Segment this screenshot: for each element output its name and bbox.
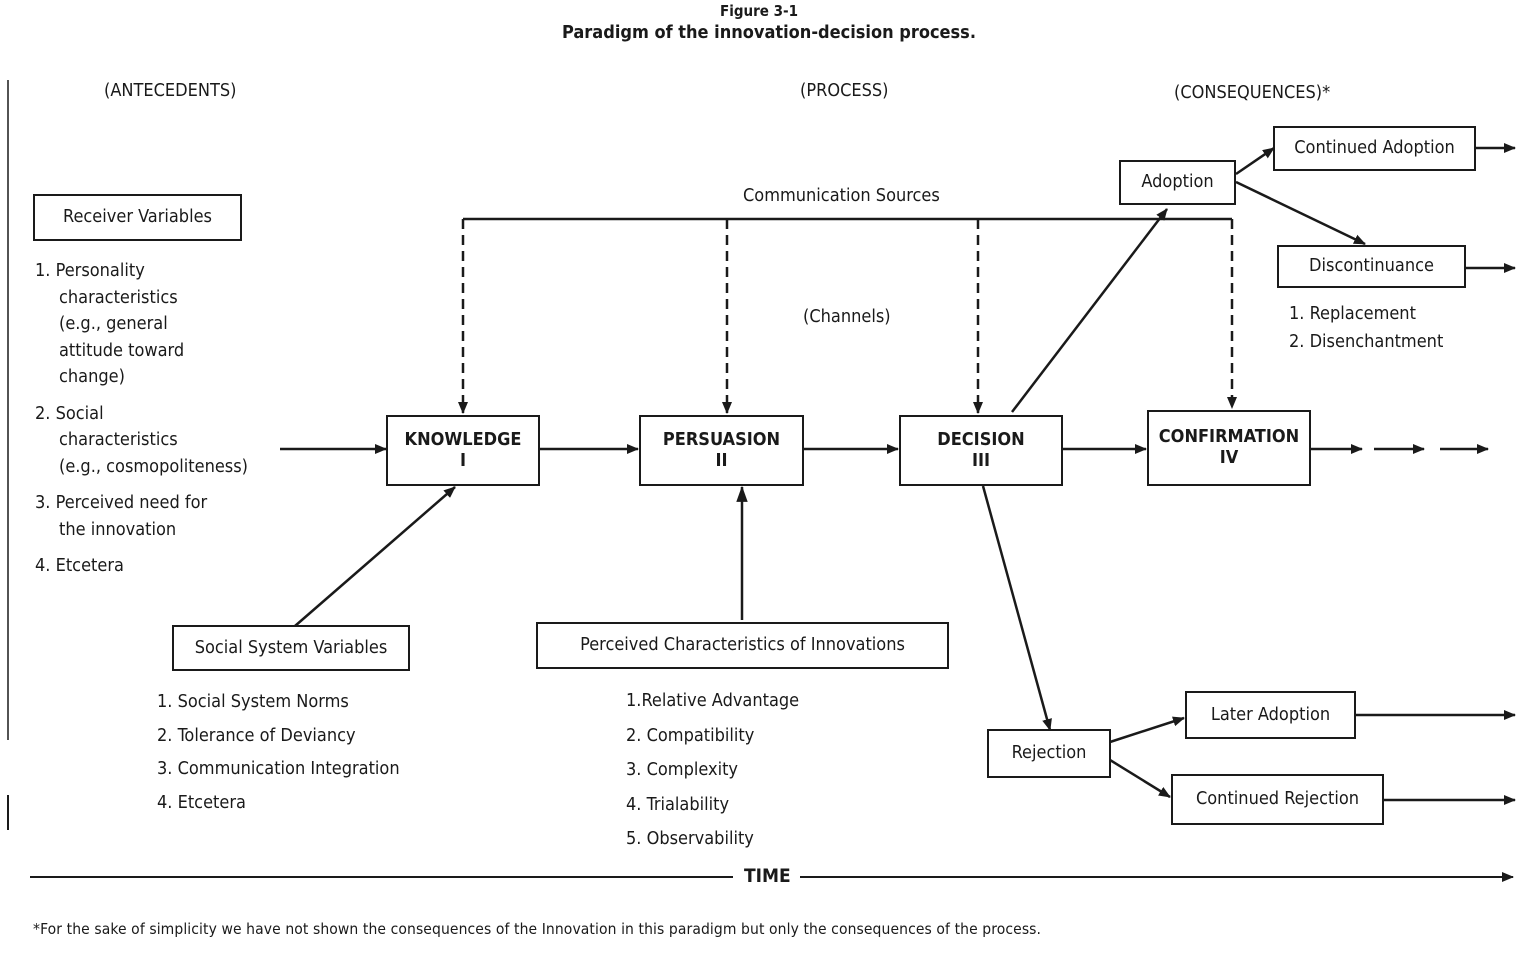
perceived-item: 2. Compatibility bbox=[626, 724, 755, 746]
header-antecedents: (ANTECEDENTS) bbox=[104, 80, 237, 101]
header-process: (PROCESS) bbox=[800, 80, 889, 101]
social-system-item: 1. Social System Norms bbox=[157, 691, 349, 712]
receiver-variables-list: 1. Personality characteristics (e.g., ge… bbox=[35, 258, 248, 580]
decision-to-rejection-arrow bbox=[981, 485, 1052, 731]
confirmation-stage-number: IV bbox=[1219, 447, 1239, 468]
discontinuance-item: 2. Disenchantment bbox=[1289, 331, 1444, 352]
continued-adoption-label: Continued Adoption bbox=[1294, 137, 1455, 159]
social-system-variables-list: 1. Social System Norms 2. Tolerance of D… bbox=[157, 685, 400, 819]
perceived-characteristics-list: 1.Relative Advantage 2. Compatibility 3.… bbox=[626, 684, 799, 857]
decision-stage-title: DECISION bbox=[937, 428, 1025, 450]
later-adoption-box: Later Adoption bbox=[1185, 691, 1356, 739]
discontinuance-label: Discontinuance bbox=[1309, 255, 1434, 277]
rejection-box: Rejection bbox=[987, 729, 1111, 778]
perceived-characteristics-box: Perceived Characteristics of Innovations bbox=[536, 622, 949, 669]
continued-adoption-box: Continued Adoption bbox=[1273, 126, 1476, 171]
persuasion-stage-title: PERSUASION bbox=[662, 428, 781, 450]
adoption-to-continued-adoption-arrow bbox=[1235, 146, 1275, 176]
continued-rejection-box: Continued Rejection bbox=[1171, 774, 1384, 825]
adoption-label: Adoption bbox=[1141, 171, 1214, 193]
rejection-label: Rejection bbox=[1011, 742, 1087, 764]
time-axis-label: TIME bbox=[744, 865, 791, 887]
perceived-item: 1.Relative Advantage bbox=[626, 690, 800, 711]
receiver-variables-box: Receiver Variables bbox=[33, 194, 242, 241]
perceived-item: 5. Observability bbox=[626, 828, 754, 849]
social-system-item: 3. Communication Integration bbox=[157, 758, 400, 779]
communication-sources-label: Communication Sources bbox=[743, 185, 940, 206]
discontinuance-list: 1. Replacement 2. Disenchantment bbox=[1289, 300, 1443, 356]
confirmation-stage-title: CONFIRMATION bbox=[1158, 426, 1300, 448]
continued-rejection-label: Continued Rejection bbox=[1195, 788, 1360, 810]
perceived-item: 4. Trialability bbox=[626, 793, 730, 815]
receiver-item-4: 4. Etcetera bbox=[35, 555, 124, 576]
channels-label: (Channels) bbox=[803, 306, 891, 327]
persuasion-stage-box: PERSUASION II bbox=[639, 415, 804, 486]
receiver-variables-label: Receiver Variables bbox=[63, 206, 212, 228]
perceived-item: 3. Complexity bbox=[626, 759, 739, 780]
rejection-to-continued-rejection-arrow bbox=[1109, 758, 1171, 799]
persuasion-stage-number: II bbox=[715, 449, 728, 471]
social-system-to-knowledge-arrow bbox=[294, 486, 456, 627]
knowledge-stage-box: KNOWLEDGE I bbox=[386, 415, 540, 486]
receiver-item-2: 2. Social characteristics (e.g., cosmopo… bbox=[35, 402, 248, 477]
knowledge-stage-title: KNOWLEDGE bbox=[404, 428, 522, 450]
social-system-item: 4. Etcetera bbox=[157, 791, 246, 813]
footnote: *For the sake of simplicity we have not … bbox=[33, 920, 1042, 938]
social-system-item: 2. Tolerance of Deviancy bbox=[157, 724, 356, 746]
social-system-variables-label: Social System Variables bbox=[194, 636, 388, 658]
social-system-variables-box: Social System Variables bbox=[172, 625, 410, 671]
decision-stage-box: DECISION III bbox=[899, 415, 1063, 486]
receiver-item-3: 3. Perceived need for the innovation bbox=[35, 492, 208, 540]
discontinuance-item: 1. Replacement bbox=[1289, 303, 1416, 324]
adoption-to-discontinuance-arrow bbox=[1235, 180, 1366, 246]
perceived-characteristics-label: Perceived Characteristics of Innovations bbox=[580, 634, 905, 656]
discontinuance-box: Discontinuance bbox=[1277, 245, 1466, 288]
figure-label: Figure 3-1 bbox=[720, 2, 799, 20]
rejection-to-later-adoption-arrow bbox=[1109, 716, 1185, 744]
decision-stage-number: III bbox=[971, 449, 991, 471]
receiver-item-1: 1. Personality characteristics (e.g., ge… bbox=[35, 260, 185, 387]
figure-title: Paradigm of the innovation-decision proc… bbox=[562, 22, 976, 43]
confirmation-stage-box: CONFIRMATION IV bbox=[1147, 410, 1311, 486]
decision-to-adoption-arrow bbox=[1011, 208, 1168, 413]
later-adoption-label: Later Adoption bbox=[1210, 703, 1331, 725]
knowledge-stage-number: I bbox=[459, 449, 467, 471]
adoption-box: Adoption bbox=[1119, 160, 1236, 205]
header-consequences: (CONSEQUENCES)* bbox=[1174, 82, 1331, 103]
